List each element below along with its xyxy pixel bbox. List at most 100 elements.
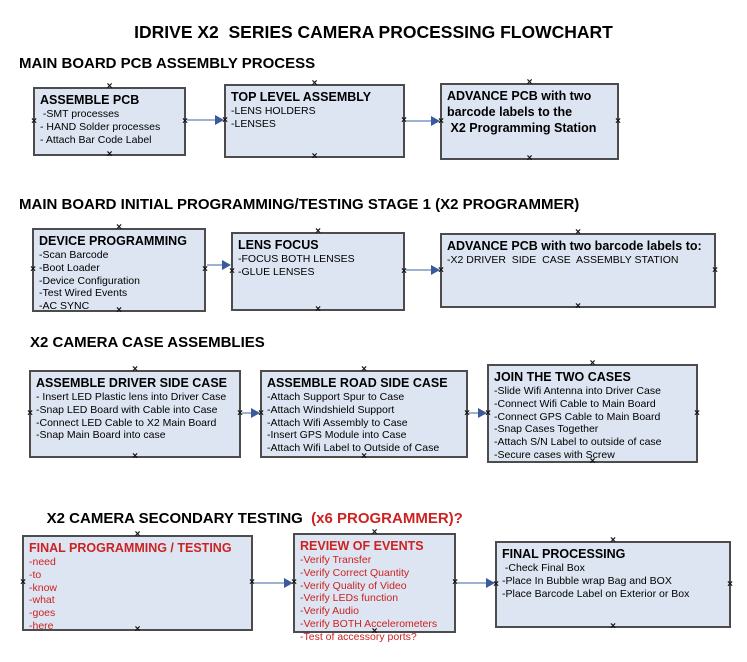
flow-arrow — [469, 408, 487, 418]
flow-box-advance-pcb-driver-side-station: × × × × ADVANCE PCB with two barcode lab… — [438, 228, 718, 312]
connection-point-icon: × — [27, 408, 33, 419]
connection-point-icon: × — [610, 535, 616, 546]
connection-point-icon: × — [575, 227, 581, 238]
flow-arrow — [406, 265, 440, 275]
connection-point-icon: × — [237, 408, 243, 419]
flow-arrow — [207, 260, 231, 270]
connection-point-icon: × — [106, 149, 113, 160]
section-heading-secondary-testing: X2 CAMERA SECONDARY TESTING (x6 PROGRAMM… — [30, 493, 463, 544]
box-item: -Place Barcode Label on Exterior or Box — [502, 587, 690, 600]
box-item: -Attach Wifi Label to Outside of Case — [267, 442, 440, 455]
arrow-head-icon — [431, 116, 440, 126]
flow-box-assemble-pcb: × × × × ASSEMBLE PCB -SMT processes - HA… — [31, 82, 188, 160]
box-item: -to — [29, 568, 42, 581]
connection-point-icon: × — [615, 115, 621, 127]
section-heading-pcb-assembly: MAIN BOARD PCB ASSEMBLY PROCESS — [19, 55, 316, 72]
box-item: -Verify Correct Quantity — [300, 566, 410, 579]
connection-point-icon: × — [610, 621, 616, 632]
arrow-head-icon — [284, 578, 293, 588]
flow-box-final-processing: × × × × FINAL PROCESSING -Check Final Bo… — [493, 536, 733, 632]
connection-point-icon: × — [249, 577, 255, 588]
connection-point-icon: × — [311, 78, 318, 89]
heading-red-suffix: (x6 PROGRAMMER)? — [302, 510, 463, 527]
connection-point-icon: × — [30, 264, 36, 275]
flow-box-review-of-events: × × × × REVIEW OF EVENTS -Verify Transfe… — [291, 528, 458, 643]
box-title: ASSEMBLE DRIVER SIDE CASE — [36, 376, 228, 390]
arrow-line — [242, 412, 254, 414]
box-item: -Device Configuration — [39, 274, 140, 287]
box-item: -LENSES — [231, 117, 276, 130]
connection-point-icon: × — [712, 264, 718, 276]
connection-point-icon: × — [526, 77, 533, 88]
heading-text: X2 CAMERA SECONDARY TESTING — [46, 510, 303, 527]
box-title: FINAL PROCESSING — [502, 547, 626, 561]
connection-point-icon: × — [526, 153, 533, 164]
connection-point-icon: × — [589, 358, 596, 369]
arrow-head-icon — [222, 260, 231, 270]
flow-box-final-programming-testing: × × × × FINAL PROGRAMMING / TESTING -nee… — [20, 530, 255, 635]
flow-arrow — [187, 115, 224, 125]
box-item: -Place In Bubble wrap Bag and BOX — [502, 574, 672, 587]
box-item: -Verify Audio — [300, 605, 359, 618]
arrow-line — [187, 119, 218, 121]
box-item: -Connect LED Cable to X2 Main Board — [36, 416, 217, 429]
box-item: -Slide Wifi Antenna into Driver Case — [494, 385, 661, 397]
flow-arrow — [254, 578, 293, 588]
box-item: -FOCUS BOTH LENSES — [238, 253, 355, 265]
arrow-head-icon — [215, 115, 224, 125]
box-item: -Attach S/N Label to outside of case — [494, 436, 662, 449]
flow-box-advance-pcb-programming-station: × × × × ADVANCE PCB with two barcode lab… — [438, 78, 621, 164]
connection-point-icon: × — [222, 115, 228, 126]
arrow-line — [207, 264, 225, 266]
connection-point-icon: × — [134, 624, 141, 635]
connection-point-icon: × — [452, 577, 458, 588]
box-item: -Snap LED Board with Cable into Case — [36, 403, 218, 416]
connection-point-icon: × — [401, 115, 407, 126]
arrow-line — [457, 582, 489, 584]
box-item: -Verify Transfer — [300, 554, 372, 566]
connection-point-icon: × — [182, 115, 188, 127]
connection-point-icon: × — [20, 577, 26, 588]
box-item: -here — [29, 619, 54, 632]
box-title: DEVICE PROGRAMMING — [39, 234, 187, 248]
box-item: -Test of accessory ports? — [300, 630, 417, 643]
box-item: -Insert GPS Module into Case — [267, 429, 407, 442]
connection-point-icon: × — [493, 578, 499, 590]
flow-box-assemble-road-side-case: × × × × ASSEMBLE ROAD SIDE CASE -Attach … — [258, 365, 470, 462]
connection-point-icon: × — [361, 364, 367, 375]
flow-box-assemble-driver-side-case: × × × × ASSEMBLE DRIVER SIDE CASE - Inse… — [27, 365, 243, 462]
box-item: -need — [29, 556, 56, 568]
box-item: -X2 DRIVER SIDE CASE ASSEMBLY STATION — [447, 254, 679, 266]
box-item: -know — [29, 581, 58, 594]
connection-point-icon: × — [116, 305, 122, 316]
flow-arrow — [457, 578, 495, 588]
arrow-line — [469, 412, 481, 414]
connection-point-icon: × — [371, 527, 378, 538]
connection-point-icon: × — [202, 264, 208, 275]
box-title: JOIN THE TWO CASES — [494, 370, 631, 384]
box-title: ADVANCE PCB with two barcode labels to: — [447, 239, 702, 253]
connection-point-icon: × — [106, 81, 113, 92]
connection-point-icon: × — [229, 265, 235, 277]
flow-box-lens-focus: × × × × LENS FOCUS -FOCUS BOTH LENSES -G… — [229, 227, 407, 315]
connection-point-icon: × — [401, 265, 407, 277]
arrow-head-icon — [478, 408, 487, 418]
box-item: -Check Final Box — [502, 562, 585, 574]
box-item: -Attach Support Spur to Case — [267, 391, 405, 403]
connection-point-icon: × — [311, 151, 318, 162]
flow-arrow — [406, 116, 440, 126]
flow-box-top-level-assembly: × × × × TOP LEVEL ASSEMBLY -LENS HOLDERS… — [222, 79, 407, 162]
connection-point-icon: × — [589, 456, 596, 467]
box-title: ASSEMBLE ROAD SIDE CASE — [267, 376, 448, 390]
arrow-line — [254, 582, 287, 584]
connection-point-icon: × — [438, 264, 444, 276]
box-item: -Connect GPS Cable to Main Board — [494, 410, 661, 423]
connection-point-icon: × — [485, 407, 491, 419]
connection-point-icon: × — [694, 407, 700, 419]
connection-point-icon: × — [134, 529, 141, 540]
box-title: ADVANCE PCB with two barcode labels to t… — [447, 89, 597, 135]
box-title: REVIEW OF EVENTS — [300, 539, 424, 553]
arrow-head-icon — [431, 265, 440, 275]
box-item: -Attach Windshield Support — [267, 403, 395, 416]
